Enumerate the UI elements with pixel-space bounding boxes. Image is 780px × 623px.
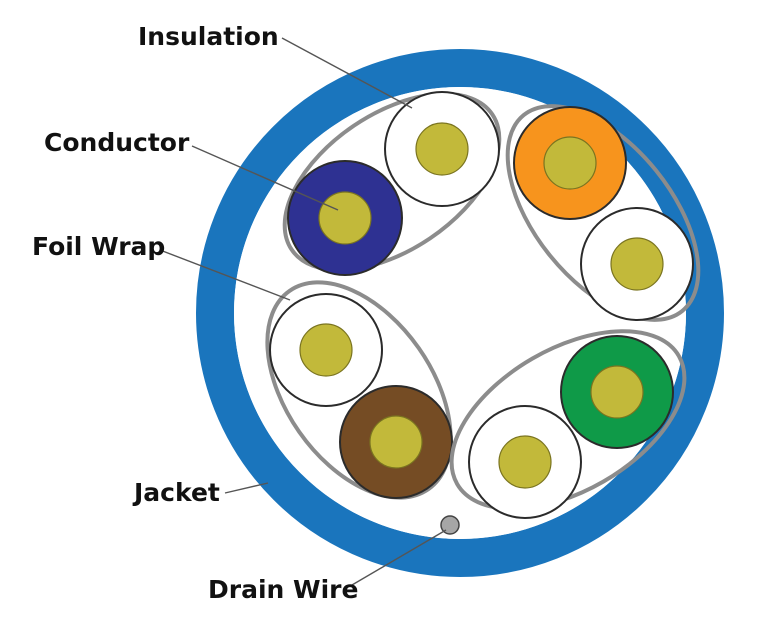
pair-blue — [282, 91, 502, 276]
wire-white-brown — [269, 293, 383, 407]
leader-line-jacket — [224, 482, 269, 494]
pair-green — [449, 329, 687, 519]
label-conductor: Conductor — [44, 128, 190, 157]
wire-white-blue — [384, 91, 500, 207]
wire-orange — [513, 106, 627, 220]
label-foil-wrap: Foil Wrap — [32, 232, 165, 261]
leader-line-foil-wrap — [159, 249, 291, 301]
leader-line-insulation — [281, 37, 413, 109]
label-jacket: Jacket — [132, 478, 220, 507]
foil-wrap-orange-pair — [505, 104, 701, 322]
conductor-white-orange — [610, 237, 664, 291]
pair-brown — [265, 280, 453, 500]
label-drain-wire: Drain Wire — [208, 575, 358, 604]
conductor-orange — [543, 136, 597, 190]
conductor-white-blue — [415, 122, 469, 176]
conductor-green — [590, 365, 644, 419]
foil-wrap-green-pair — [449, 329, 687, 511]
wire-green — [560, 335, 674, 449]
conductor-brown — [369, 415, 423, 469]
wire-white-green — [468, 405, 582, 519]
foil-wrap-brown-pair — [265, 280, 453, 500]
label-insulation: Insulation — [138, 22, 279, 51]
wire-white-orange — [580, 207, 694, 321]
foil-wrap-blue-pair — [282, 91, 502, 273]
pair-orange — [505, 104, 701, 322]
wire-brown — [339, 385, 453, 499]
wire-blue — [287, 160, 403, 276]
jacket-ring — [196, 49, 724, 577]
conductor-blue — [318, 191, 372, 245]
leader-line-drain-wire — [351, 529, 447, 586]
conductor-white-green — [498, 435, 552, 489]
leader-line-conductor — [191, 145, 339, 211]
conductor-white-brown — [299, 323, 353, 377]
